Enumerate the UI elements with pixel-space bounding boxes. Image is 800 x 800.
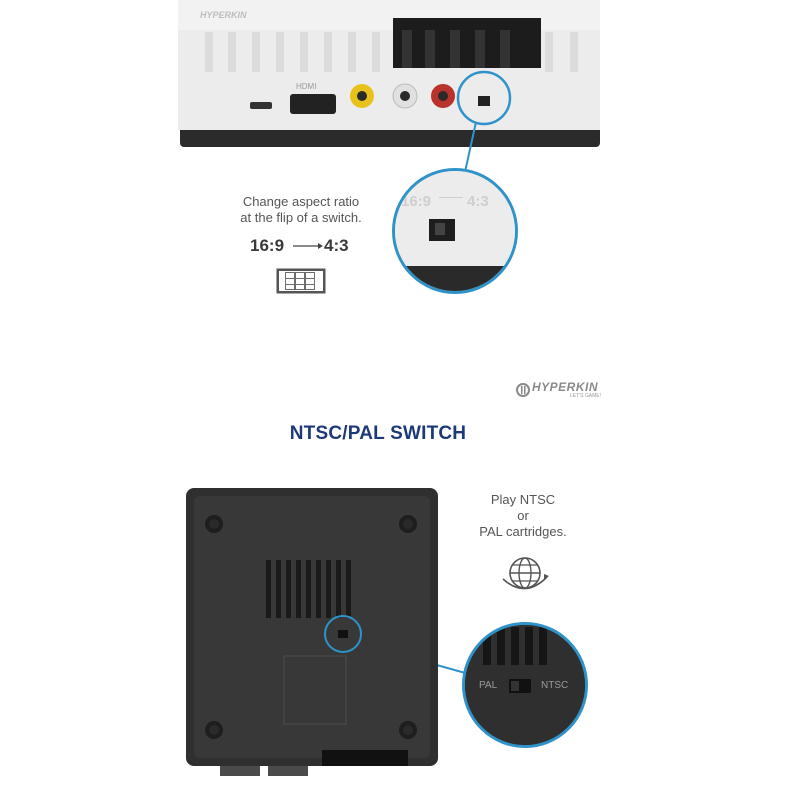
section-title: NTSC/PAL SWITCH (289, 423, 467, 444)
ratio-to: 4:3 (324, 236, 349, 255)
console-underside-view (186, 488, 438, 776)
globe-icon (502, 557, 549, 590)
ntsc-caption-line1: Play NTSC (490, 492, 556, 507)
zoom-label-pal: PAL (479, 680, 498, 691)
brand-tagline: LET'S GAME! (570, 393, 601, 399)
console-rear-view (178, 0, 600, 147)
hdmi-port-label: HDMI (296, 82, 317, 91)
aspect-caption-line1: Change aspect ratio (242, 194, 360, 209)
console-brand-label: HYPERKIN (200, 10, 247, 20)
ratio-row: 16:9 4:3 (250, 236, 370, 256)
zoom-label-16-9: 16:9 (401, 193, 432, 210)
aspect-caption-line2: at the flip of a switch. (240, 210, 362, 225)
brand-name: HYPERKIN (532, 380, 599, 394)
ntsc-caption-line3: PAL cartridges. (479, 524, 567, 539)
zoom-label-4-3: 4:3 (467, 193, 489, 210)
zoom-arrow-line (439, 197, 463, 198)
ntsc-caption-line2: or (517, 508, 529, 523)
hyperkin-logo-icon (516, 383, 530, 397)
ntsc-pal-switch-zoom: PAL NTSC (462, 622, 588, 748)
aspect-ratio-icon (276, 268, 326, 294)
aspect-ratio-caption: Change aspect ratio at the flip of a swi… (226, 194, 376, 226)
ratio-from: 16:9 (250, 236, 285, 255)
ntsc-pal-caption: Play NTSC or PAL cartridges. (468, 492, 578, 540)
zoom-label-ntsc: NTSC (541, 680, 569, 691)
aspect-switch-zoom: 16:9 4:3 (392, 168, 518, 294)
arrow-right-icon (293, 243, 323, 249)
